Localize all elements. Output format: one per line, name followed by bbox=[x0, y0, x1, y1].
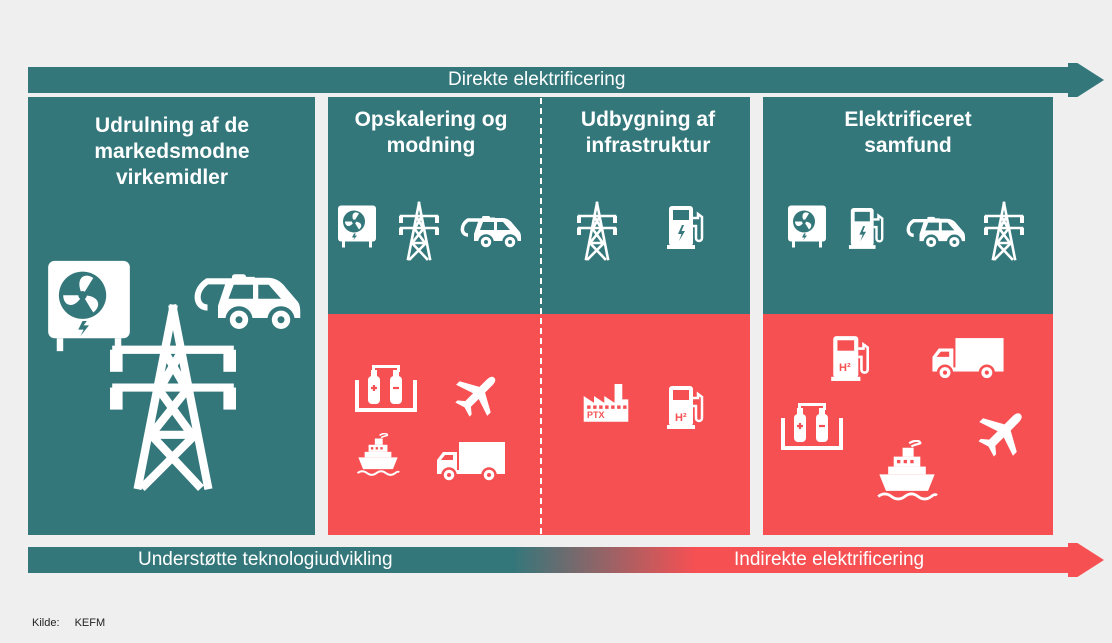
panel-scaling-top bbox=[328, 97, 750, 314]
charging-station-icon bbox=[848, 206, 886, 250]
electric-car-icon bbox=[904, 206, 966, 249]
direct-electrification-arrow: Direkte elektrificering bbox=[28, 63, 1104, 97]
hydrogen-station-icon bbox=[830, 334, 872, 382]
power-pylon-icon bbox=[399, 200, 439, 262]
panel-deploy-mature-title: Udrulning af de markedsmodne virkemidler bbox=[94, 114, 250, 190]
heat-pump-icon bbox=[787, 204, 827, 249]
heat-pump-icon bbox=[337, 204, 377, 249]
ship-icon bbox=[356, 433, 400, 477]
panel-scaling-title: Opskalering og modning bbox=[354, 108, 508, 158]
power-pylon-icon bbox=[577, 200, 617, 262]
ptx-label: PTX bbox=[587, 410, 605, 420]
direct-electrification-label: Direkte elektrificering bbox=[448, 69, 626, 90]
source-label: Kilde: bbox=[32, 617, 60, 629]
truck-icon bbox=[928, 336, 1008, 382]
truck-icon bbox=[434, 440, 508, 484]
tech-development-label: Understøtte teknologiudvikling bbox=[138, 549, 393, 570]
panel-infrastructure-title: Udbygning af infrastruktur bbox=[580, 108, 716, 158]
airplane-icon bbox=[454, 370, 502, 418]
indirect-electrification-label: Indirekte elektrificering bbox=[734, 549, 925, 570]
ship-icon bbox=[876, 440, 938, 502]
h2-label: H² bbox=[839, 362, 851, 374]
h2-label: H² bbox=[675, 412, 687, 424]
source-note: Kilde: KEFM bbox=[32, 617, 105, 629]
power-pylon-icon bbox=[984, 200, 1024, 262]
panel-electrified-title: Elektrificeret samfund bbox=[844, 108, 972, 158]
source-value: KEFM bbox=[74, 617, 106, 629]
electrolyzer-icon bbox=[780, 402, 844, 452]
power-pylon-icon bbox=[110, 302, 236, 492]
electrolyzer-icon bbox=[354, 364, 418, 414]
electric-car-icon bbox=[458, 205, 522, 249]
charging-station-icon bbox=[666, 204, 706, 250]
column-divider bbox=[540, 98, 542, 534]
indirect-electrification-arrow: Understøtte teknologiudvikling Indirekte… bbox=[28, 543, 1104, 577]
airplane-icon bbox=[977, 406, 1029, 458]
